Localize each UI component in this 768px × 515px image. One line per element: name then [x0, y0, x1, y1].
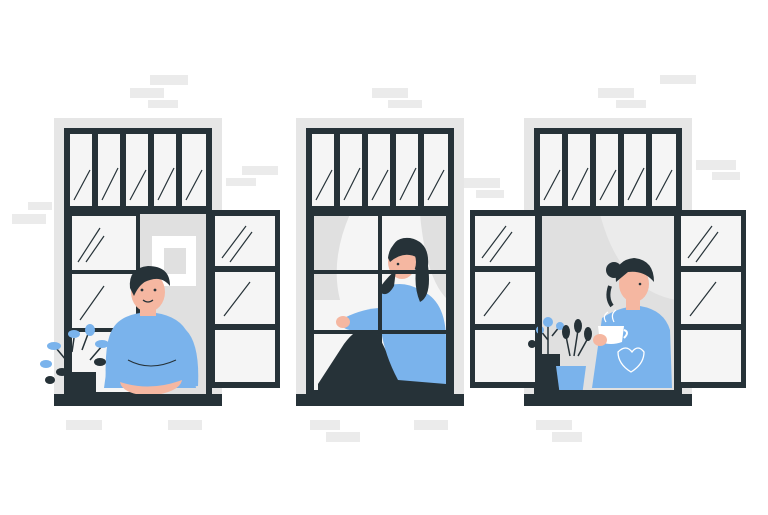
right-window: [470, 118, 746, 406]
right-window-sill: [524, 394, 692, 406]
right-window-shutter-left: [470, 210, 540, 388]
left-window: [40, 118, 280, 406]
woman-cup-head: [619, 266, 649, 302]
wall-bricks: [12, 75, 740, 442]
man-leaning-on-sill: [104, 266, 199, 396]
left-window-shutter: [210, 210, 280, 388]
middle-window-sill: [296, 394, 464, 406]
woman-holding-cup: [592, 258, 672, 388]
right-window-shutter-right: [676, 210, 746, 388]
middle-window: [296, 118, 464, 406]
left-window-sill: [54, 394, 222, 406]
potted-plant-left: [40, 324, 109, 394]
